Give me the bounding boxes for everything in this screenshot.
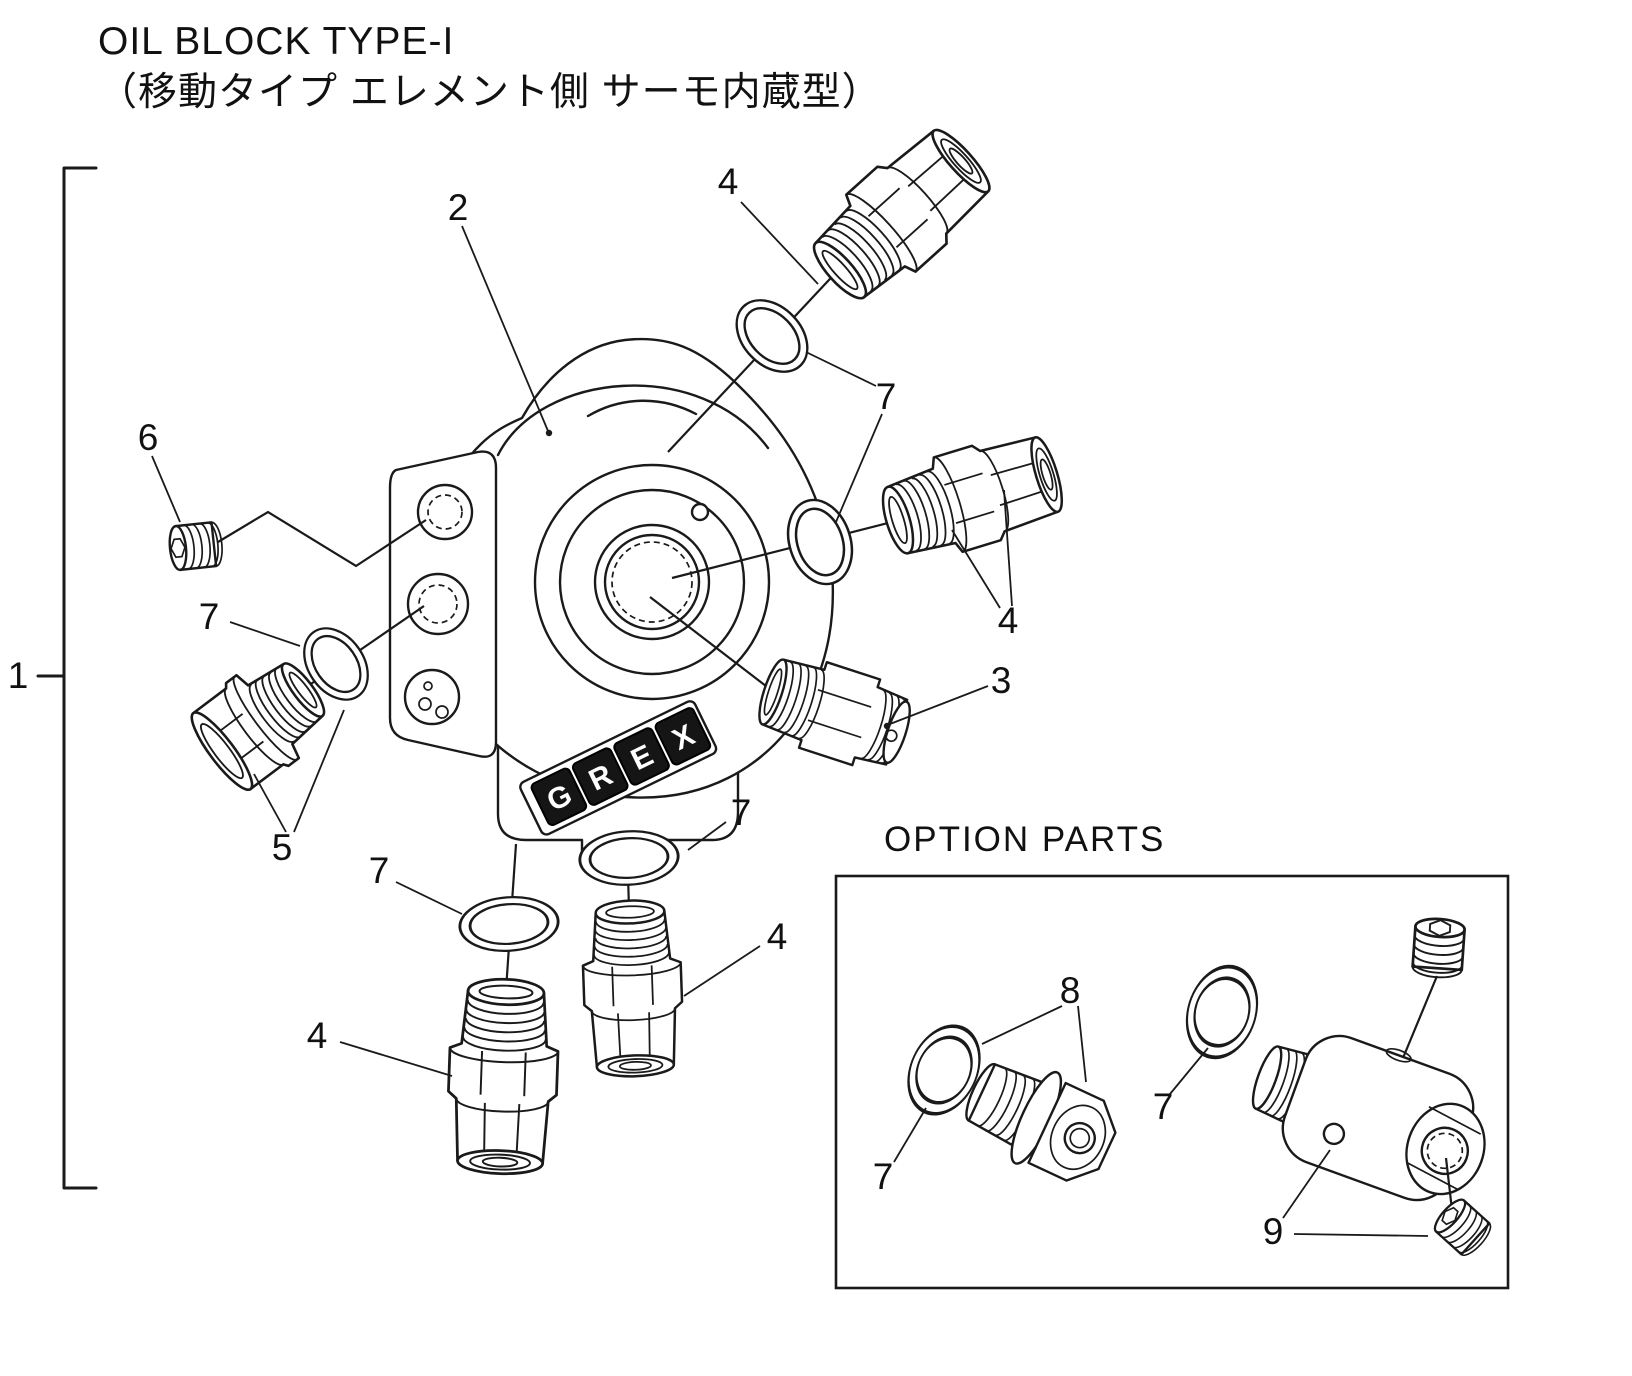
page-title: OIL BLOCK TYPE-I （移動タイプ エレメント側 サーモ内蔵型） bbox=[98, 16, 882, 119]
title-line-1: OIL BLOCK TYPE-I bbox=[98, 20, 455, 63]
axis-part3 bbox=[649, 596, 776, 694]
leader-part9-a bbox=[1282, 1149, 1331, 1219]
axis-part6 bbox=[217, 510, 427, 568]
option-bottom-plug bbox=[1429, 1194, 1497, 1261]
callout-7-top: 7 bbox=[875, 376, 897, 417]
union-fitting-part3 bbox=[758, 658, 911, 767]
fitting-top-right bbox=[795, 113, 1006, 318]
axis-mid-fitting bbox=[671, 518, 901, 580]
plate-port-upper bbox=[416, 483, 474, 541]
option-stud-plug bbox=[1410, 915, 1467, 981]
leader-part3 bbox=[889, 685, 989, 725]
leader-part7-top-a bbox=[805, 351, 877, 387]
callout-1: 1 bbox=[7, 655, 29, 696]
leader-part4-right-a bbox=[951, 529, 1001, 609]
leader-part8-b bbox=[1077, 1005, 1087, 1083]
oil-block-body bbox=[388, 337, 835, 878]
fitting-bottom-left bbox=[444, 976, 562, 1177]
logo-box-x: X bbox=[654, 707, 712, 766]
callout-9: 9 bbox=[1262, 1211, 1284, 1252]
leader-part7-left bbox=[229, 621, 301, 647]
leader-part7-bottom-mid bbox=[687, 821, 727, 851]
callout-4-bottom-left: 4 bbox=[306, 1015, 328, 1056]
callout-4-right: 4 bbox=[997, 600, 1019, 641]
leader-part9-b bbox=[1293, 1233, 1429, 1237]
leader-part6 bbox=[151, 455, 181, 523]
logo-box-g: G bbox=[530, 767, 588, 826]
face-pin bbox=[690, 502, 710, 522]
callout-2: 2 bbox=[447, 187, 469, 228]
fitting-mid-right bbox=[871, 423, 1073, 572]
flanged-plug-part8 bbox=[965, 1062, 1117, 1182]
assembly-bracket bbox=[36, 166, 98, 1190]
axis-option-stud bbox=[1401, 975, 1439, 1059]
socket-plug-part6 bbox=[166, 520, 226, 572]
plate-port-lower bbox=[406, 572, 470, 636]
axis-option-bottom-plug bbox=[1444, 1157, 1454, 1211]
option-parts-heading: OPTION PARTS bbox=[884, 820, 1166, 859]
callout-7-option-left: 7 bbox=[872, 1156, 894, 1197]
leader-part4-top bbox=[740, 201, 819, 285]
oring-option-right bbox=[1173, 955, 1271, 1069]
leader-part7-option-left bbox=[893, 1107, 927, 1163]
title-line-2: （移動タイプ エレメント側 サーモ内蔵型） bbox=[98, 71, 882, 115]
callout-7-bottom-mid: 7 bbox=[730, 792, 752, 833]
callout-5: 5 bbox=[271, 827, 293, 868]
callout-4-bottom-right: 4 bbox=[766, 916, 788, 957]
leader-part4-bottom-right bbox=[683, 945, 761, 997]
leader-part7-top-b bbox=[835, 413, 883, 523]
leader-part8-a bbox=[981, 1005, 1063, 1045]
callout-7-bottom-left: 7 bbox=[368, 850, 390, 891]
oring-top bbox=[721, 285, 823, 387]
fitting-bottom-mid bbox=[579, 897, 686, 1080]
leader-part4-bottom-left bbox=[339, 1041, 453, 1077]
body-top-contour bbox=[496, 384, 770, 457]
callout-6: 6 bbox=[137, 417, 159, 458]
leader-lines bbox=[151, 201, 1429, 1237]
logo-box-r: R bbox=[571, 747, 629, 806]
leader-part7-bottom-left bbox=[395, 881, 463, 915]
callout-7-left: 7 bbox=[198, 596, 220, 637]
thermo-block-part9 bbox=[1251, 1034, 1486, 1202]
leader-part4-right-b bbox=[1003, 489, 1013, 607]
callout-8: 8 bbox=[1059, 970, 1081, 1011]
grex-logo: G R E X bbox=[519, 700, 718, 836]
callout-3: 3 bbox=[990, 660, 1012, 701]
center-threaded-hole bbox=[603, 533, 701, 631]
plate-boss bbox=[403, 668, 461, 726]
leader-part5-a bbox=[253, 773, 287, 833]
logo-box-e: E bbox=[613, 727, 670, 786]
body-top-detail bbox=[586, 399, 698, 418]
leader-part2 bbox=[461, 225, 549, 432]
callout-4-top: 4 bbox=[717, 161, 739, 202]
leader-part5-b bbox=[293, 709, 345, 833]
callout-7-option-right: 7 bbox=[1152, 1086, 1174, 1127]
option-parts-box bbox=[834, 874, 1510, 1290]
leader-part7-option-right bbox=[1169, 1047, 1209, 1095]
oring-bottom-left bbox=[456, 892, 562, 956]
